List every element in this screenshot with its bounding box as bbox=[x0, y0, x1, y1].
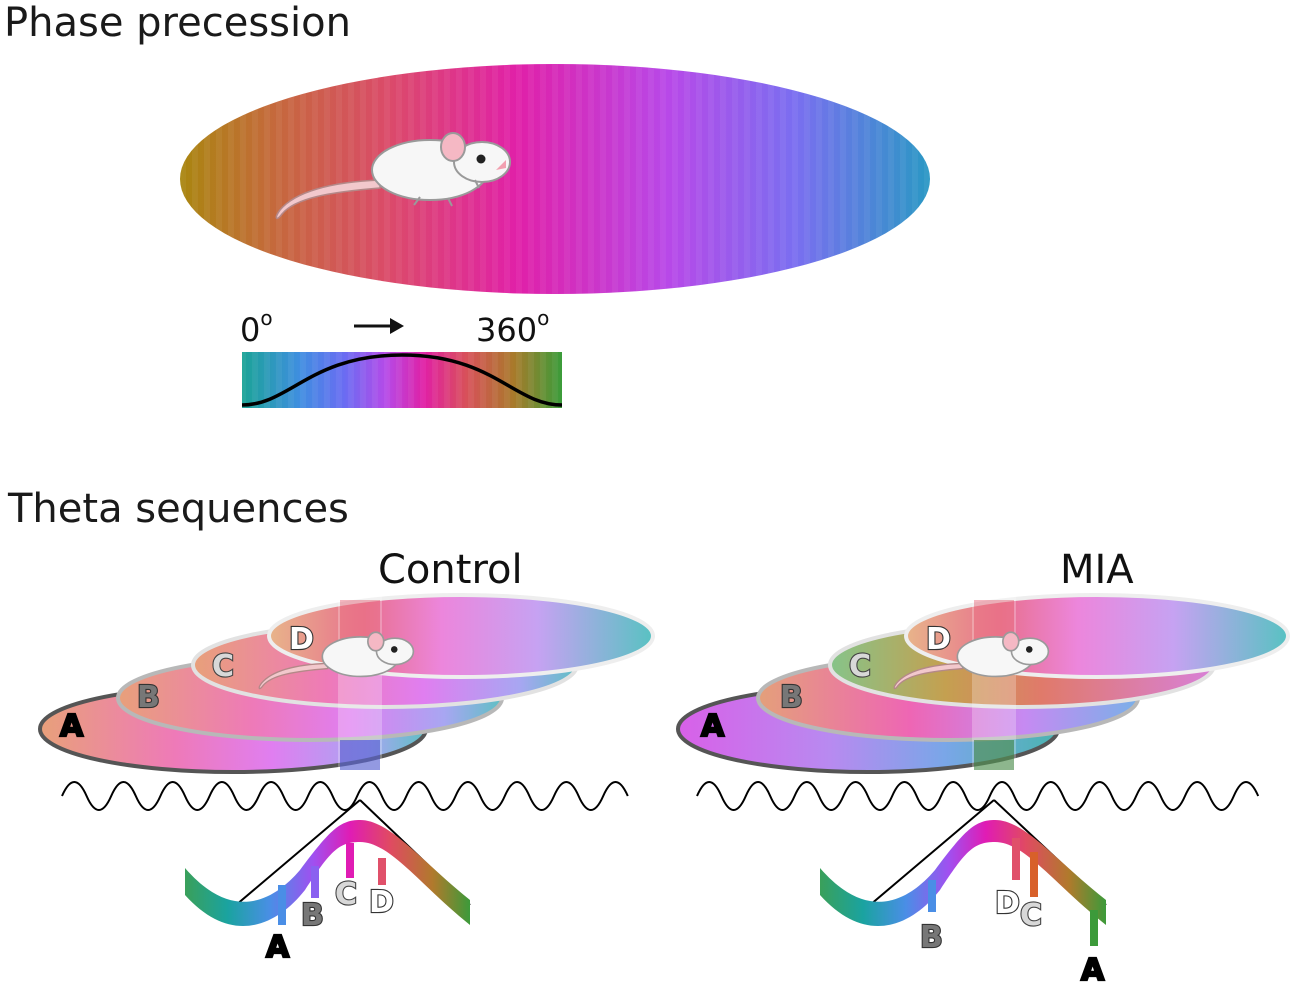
control-field-label-d: D bbox=[289, 622, 314, 657]
control-spikes bbox=[278, 843, 386, 925]
mia-field-label-c: C bbox=[849, 649, 871, 684]
control-theta-wave bbox=[61, 781, 629, 811]
mia-field-label-a: A bbox=[701, 709, 725, 744]
theta-cycle-curve bbox=[241, 353, 563, 407]
control-panel-title: Control bbox=[378, 547, 523, 593]
mouse-icon bbox=[258, 631, 415, 690]
mia-spike-a bbox=[1090, 910, 1098, 946]
mia-theta-phase-band bbox=[820, 820, 1106, 927]
control-theta-phase-band bbox=[185, 820, 470, 927]
mia-spike-c bbox=[1030, 852, 1038, 897]
phase-end-label: 360o bbox=[476, 306, 549, 349]
control-spike-label-d: D bbox=[369, 885, 394, 920]
control-place-fields bbox=[38, 593, 655, 786]
control-spike-d bbox=[378, 858, 386, 885]
phase-scale: 0o 360o bbox=[240, 306, 563, 408]
theta-sequences-title: Theta sequences bbox=[7, 486, 349, 532]
phase-precession-title: Phase precession bbox=[4, 0, 351, 46]
control-spike-label-c: C bbox=[335, 877, 357, 912]
control-field-label-b: B bbox=[137, 680, 160, 715]
control-spike-a bbox=[278, 885, 286, 925]
place-field-large bbox=[180, 64, 930, 294]
mia-field-label-d: D bbox=[926, 622, 951, 657]
mia-spike-label-b: B bbox=[920, 920, 943, 955]
control-spike-c bbox=[346, 843, 354, 878]
mia-spike-label-d: D bbox=[995, 886, 1020, 921]
mia-place-fields bbox=[676, 593, 1290, 786]
phase-start-label: 0o bbox=[240, 306, 273, 349]
mia-spike-d bbox=[1012, 838, 1020, 880]
mia-theta-wave bbox=[696, 781, 1260, 811]
arrow-right-icon bbox=[354, 318, 404, 334]
mouse-icon bbox=[893, 631, 1050, 690]
control-spike-label-a: A bbox=[266, 930, 290, 965]
mia-spikes bbox=[928, 838, 1098, 946]
control-field-label-a: A bbox=[60, 709, 84, 744]
mia-spike-b bbox=[928, 880, 936, 912]
mia-field-label-b: B bbox=[780, 680, 803, 715]
control-spike-label-b: B bbox=[301, 898, 324, 933]
mouse-icon bbox=[275, 132, 511, 220]
mia-spike-label-a: A bbox=[1081, 953, 1105, 987]
control-field-label-c: C bbox=[212, 649, 234, 684]
mia-spike-label-c: C bbox=[1020, 898, 1042, 933]
mia-panel-title: MIA bbox=[1060, 547, 1134, 593]
control-spike-b bbox=[311, 866, 319, 898]
